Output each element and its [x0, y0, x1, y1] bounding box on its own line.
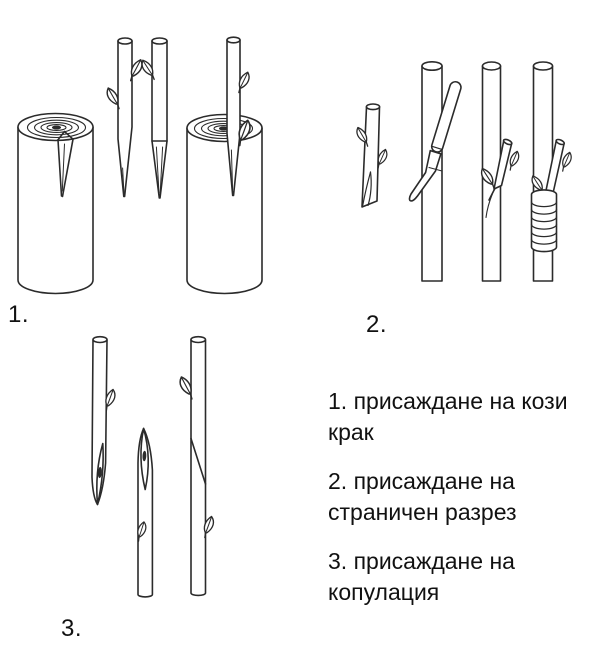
legend: 1. присаждане на кози крак 2. присаждане… [328, 386, 572, 626]
legend-item-3: 3. присаждане на копулация [328, 548, 515, 605]
prepared-scion [352, 103, 393, 208]
scion-stick-right [137, 37, 168, 199]
grafting-knife-icon [408, 80, 462, 202]
figure-3-whip-graft-drawing [91, 335, 220, 598]
stump-with-inserted-scion [186, 36, 263, 295]
stock-with-wrapped-graft [528, 61, 577, 282]
joined-whip-graft-stick [174, 335, 220, 597]
figure-2-label: 2. [366, 311, 388, 338]
figure-1-label: 1. [8, 301, 30, 328]
figure-1-cleft-graft-drawing [17, 36, 263, 295]
binding-wrap [530, 189, 558, 253]
stump-with-cleft-notch [17, 112, 94, 295]
legend-item-2: 2. присаждане на страничен разрез [328, 468, 517, 525]
stock-with-oblique-cut-face [130, 427, 154, 598]
stock-with-side-cut-and-scion [477, 61, 525, 282]
scion-with-oblique-cut-face [91, 335, 122, 506]
legend-item-1: 1. присаждане на кози крак [328, 388, 568, 445]
figure-2-side-graft-drawing [352, 60, 577, 282]
figure-3-label: 3. [61, 615, 83, 642]
scion-stick-left [102, 37, 148, 198]
stock-stem-with-knife [408, 60, 462, 282]
